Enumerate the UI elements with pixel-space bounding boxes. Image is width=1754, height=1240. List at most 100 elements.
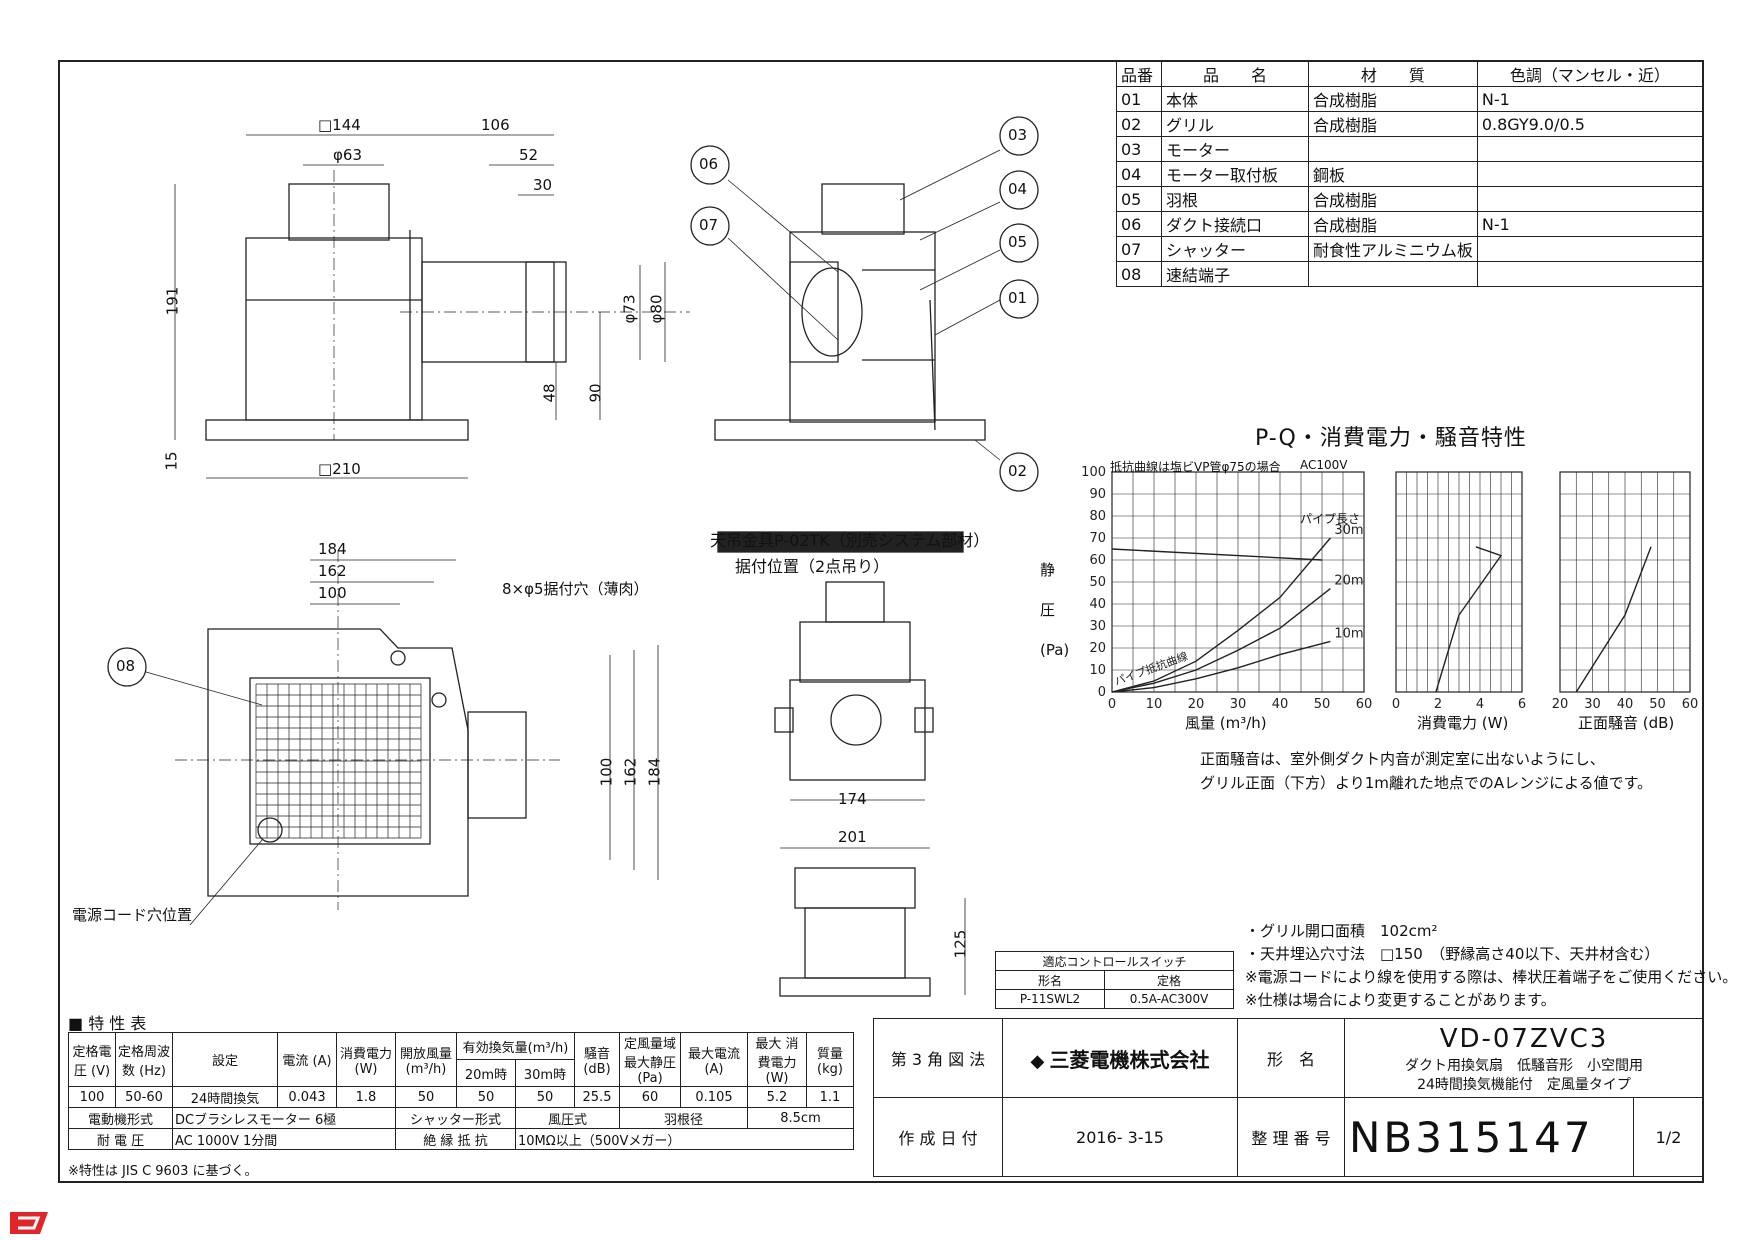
note-line: ※仕様は場合により変更することがあります。 [1245, 991, 1556, 1009]
spec-header: 質量 (kg) [806, 1032, 854, 1087]
callout-05: 05 [1008, 233, 1028, 251]
chart-x-tick: 60 [1356, 697, 1373, 712]
front-grille [205, 419, 469, 441]
dim-label: φ73 [620, 294, 639, 324]
part-color [1476, 136, 1703, 162]
parts-header: 色調（マンセル・近） [1476, 61, 1703, 87]
chart-y-tick: 50 [1089, 575, 1106, 590]
chart-x-tick: 20 [1552, 697, 1569, 712]
spec-shutter-label: シャッター形式 [395, 1107, 516, 1129]
dim-label: 48 [540, 383, 559, 403]
chart-ylabel: 静圧 (Pa) [1040, 561, 1070, 659]
model-desc-1: ダクト用換気扇 低騒音形 小空間用 [1405, 1057, 1643, 1074]
dim-label: 201 [838, 828, 867, 846]
spec-voltage-label: 耐 電 圧 [68, 1128, 173, 1150]
chart-x-tick: 0 [1392, 697, 1400, 712]
dim-label: 174 [838, 790, 867, 808]
part-material: 合成樹脂 [1308, 186, 1478, 212]
dim-label: 125 [951, 929, 970, 959]
callout-01: 01 [1008, 289, 1028, 307]
part-number: 03 [1116, 136, 1162, 162]
spec-cell: 1.1 [806, 1086, 854, 1108]
chart-series-line [1111, 548, 1323, 561]
spec-motor-label: 電動機形式 [68, 1107, 173, 1129]
chart-legend-title: パイプ長さ [1300, 512, 1361, 526]
chart-xlabel-1: 風量 (m³/h) [1185, 714, 1267, 732]
spec-table: 定格電圧 (V) 定格周波数 (Hz) 設定 電流 (A) 消費電力 (W) 開… [68, 1032, 854, 1150]
spec-header: 電流 (A) [277, 1032, 337, 1087]
dim-label: 162 [318, 562, 347, 580]
chart-title: P-Q・消費電力・騒音特性 [1255, 426, 1527, 451]
chart-x-tick: 50 [1314, 697, 1331, 712]
chart-note: 抵抗曲線は塩ビVP管φ75の場合 [1110, 460, 1281, 474]
dim-label: 15 [162, 451, 181, 471]
spec-header: 有効換気量(m³/h) [456, 1032, 575, 1060]
chart-x-tick: 30 [1584, 697, 1601, 712]
spec-cell: 0.105 [680, 1086, 748, 1108]
chart-xlabel-2: 消費電力 (W) [1417, 714, 1509, 732]
chart-y-tick: 10 [1089, 663, 1106, 678]
dim-label: φ80 [647, 294, 666, 324]
date-label: 作 成 日 付 [873, 1097, 1003, 1177]
model-label: 形 名 [1237, 1018, 1345, 1098]
part-material [1308, 261, 1478, 287]
chart-y-tick: 90 [1089, 487, 1106, 502]
chart-x-tick: 2 [1434, 697, 1442, 712]
chart-y-tick: 20 [1089, 641, 1106, 656]
part-color [1476, 261, 1703, 287]
spec-header: 最大電流 (A) [680, 1032, 748, 1087]
spec-header: 最大 消費電力 (W) [747, 1032, 807, 1087]
part-number: 01 [1116, 86, 1162, 112]
spec-header: 設定 [172, 1032, 278, 1087]
spec-row: 100 50-60 24時間換気 0.043 1.8 50 50 50 25.5… [68, 1086, 854, 1108]
chart-xlabel-3: 正面騒音 (dB) [1578, 714, 1675, 732]
noise-note: 正面騒音は、室外側ダクト内音が測定室に出ないようにし、 [1200, 750, 1605, 768]
spec-cell: 50 [515, 1086, 575, 1108]
part-material: 耐食性アルミニウム板 [1308, 236, 1478, 262]
part-name: ダクト接続口 [1161, 211, 1309, 237]
control-switch-rating: 0.5A-AC300V [1104, 989, 1234, 1009]
spec-cell: 24時間換気 [172, 1086, 278, 1108]
spec-header: 開放風量 (m³/h) [395, 1032, 457, 1087]
part-color: N-1 [1476, 86, 1703, 112]
model-cell: VD-07ZVC3 ダクト用換気扇 低騒音形 小空間用 24時間換気機能付 定風… [1344, 1018, 1704, 1098]
chart-series-line [1575, 546, 1652, 693]
dim-label: □210 [318, 460, 361, 478]
spec-cell: 50-60 [115, 1086, 173, 1108]
projection-label: 第 3 角 図 法 [873, 1018, 1003, 1098]
dim-label: 106 [481, 116, 510, 134]
chart-y-tick: 0 [1098, 685, 1106, 700]
callout-07: 07 [699, 216, 719, 234]
corner-logo-icon [10, 1212, 48, 1234]
spec-cell: 50 [456, 1086, 516, 1108]
chart-x-tick: 4 [1476, 697, 1484, 712]
chart-x-tick: 60 [1682, 697, 1699, 712]
part-material: 合成樹脂 [1308, 111, 1478, 137]
company-name: 三菱電機株式会社 [1049, 1047, 1210, 1072]
mitsubishi-logo-icon: ◆ [1030, 1050, 1045, 1072]
part-material: 合成樹脂 [1308, 86, 1478, 112]
chart-x-tick: 40 [1617, 697, 1634, 712]
dim-label: φ63 [333, 146, 362, 164]
part-number: 04 [1116, 161, 1162, 187]
part-name: シャッター [1161, 236, 1309, 262]
part-material: 合成樹脂 [1308, 211, 1478, 237]
spec-voltage-value: AC 1000V 1分間 [172, 1128, 396, 1150]
chart-x-tick: 6 [1518, 697, 1526, 712]
date-value: 2016- 3-15 [1002, 1097, 1238, 1177]
callout-04: 04 [1008, 180, 1028, 198]
dim-label: 100 [318, 584, 347, 602]
callout-03: 03 [1008, 126, 1028, 144]
spec-blade-value: 8.5cm [747, 1107, 854, 1129]
chart-y-tick: 30 [1089, 619, 1106, 634]
chart-series-label: 30m [1334, 523, 1363, 538]
spec-note: ※特性は JIS C 9603 に基づく。 [68, 1164, 258, 1179]
note-line: ※電源コードにより線を使用する際は、棒状圧着端子をご使用ください。 [1245, 968, 1738, 986]
spec-pipe-col: 30m時 [515, 1059, 575, 1087]
chart-x-tick: 10 [1146, 697, 1163, 712]
